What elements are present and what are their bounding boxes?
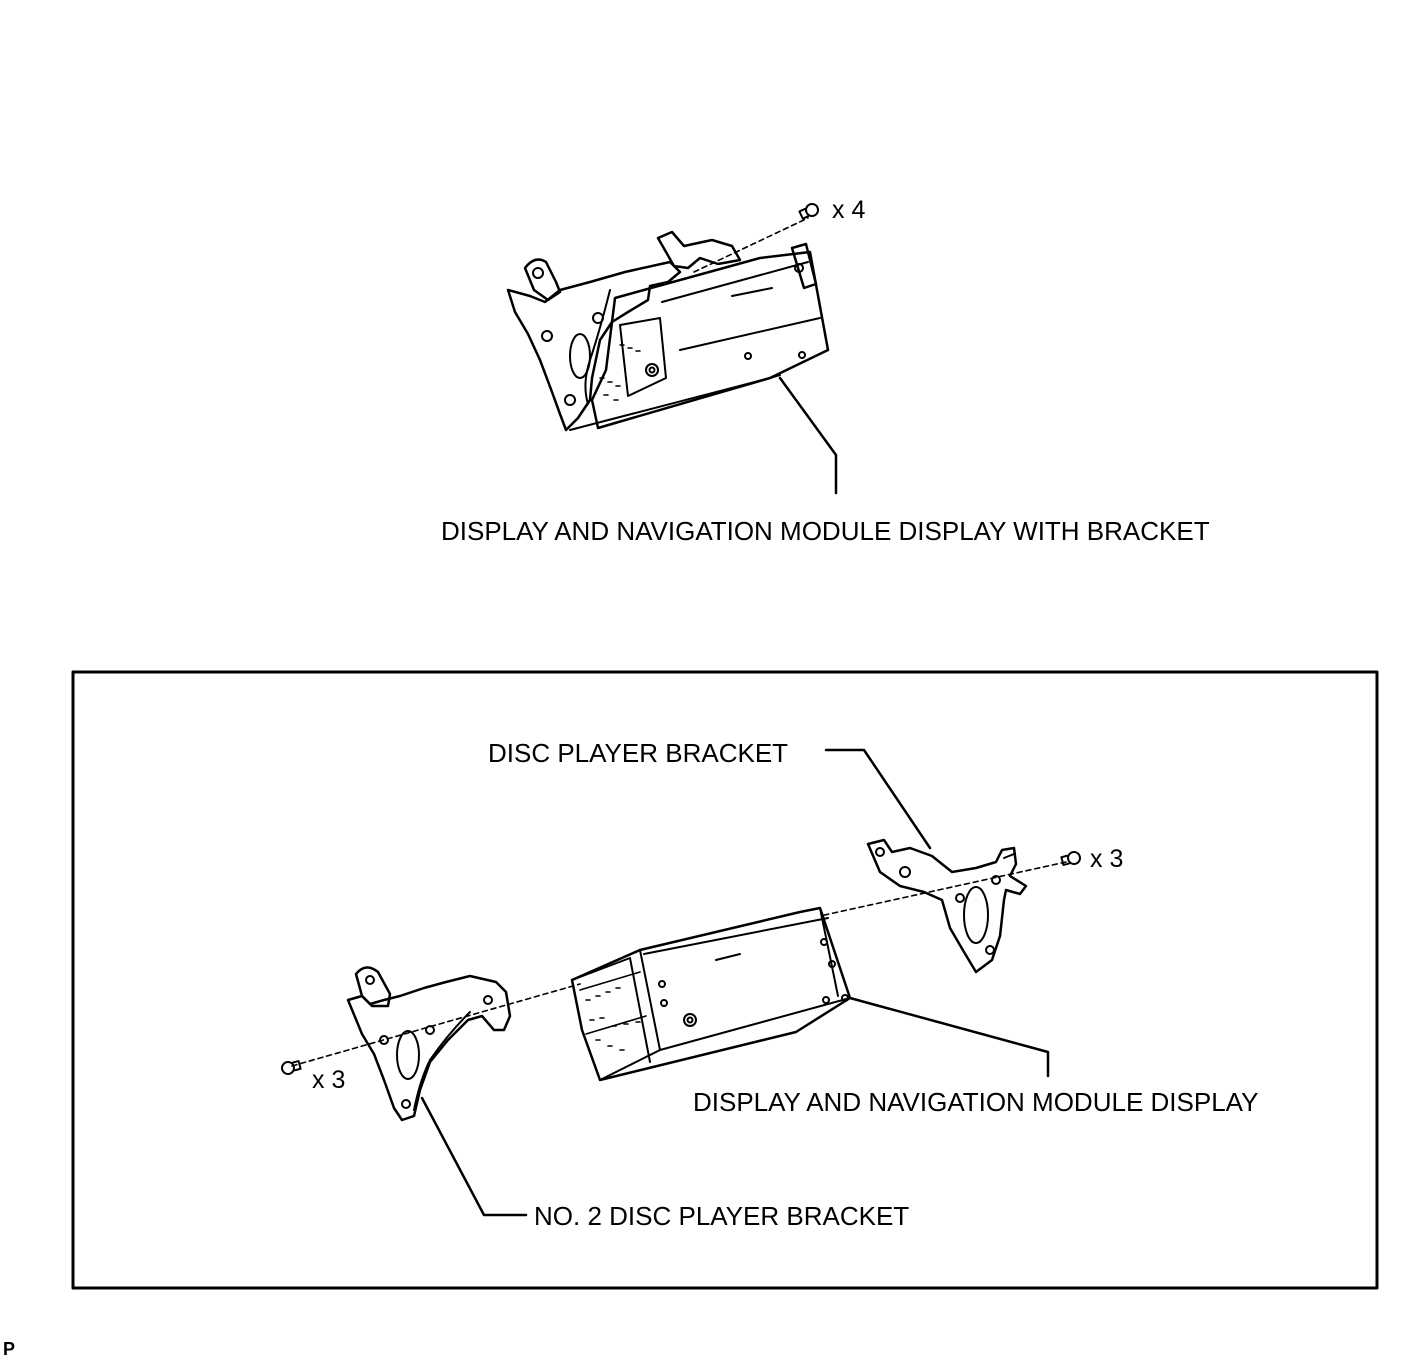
module-display-label: DISPLAY AND NAVIGATION MODULE DISPLAY — [693, 1087, 1259, 1117]
top-left-bracket — [506, 260, 682, 432]
no2-bracket-leader — [420, 1096, 528, 1217]
bolt-icon — [1060, 851, 1081, 866]
disc-player-bracket-label: DISC PLAYER BRACKET — [488, 738, 789, 768]
top-assembly-drawing — [506, 217, 838, 495]
top-module-body — [590, 250, 830, 430]
left-bolt-count: x 3 — [312, 1066, 346, 1094]
no2-disc-player-bracket-label: NO. 2 DISC PLAYER BRACKET — [534, 1201, 910, 1231]
corner-mark: P — [3, 1339, 16, 1359]
top-bolt-count: x 4 — [832, 196, 866, 224]
top-leader-line — [778, 376, 838, 495]
module-display-leader — [848, 996, 1050, 1078]
disc-player-bracket-leader — [824, 748, 932, 850]
disc-player-bracket-drawing — [866, 838, 1028, 974]
top-assembly-label: DISPLAY AND NAVIGATION MODULE DISPLAY WI… — [441, 516, 1210, 546]
exploded-view-frame — [71, 670, 1379, 1290]
no2-disc-player-bracket-drawing — [346, 966, 512, 1122]
right-bolt-count: x 3 — [1090, 845, 1124, 873]
bolt-icon — [798, 203, 819, 220]
top-right-bracket — [656, 230, 742, 270]
bolt-icon — [281, 1060, 302, 1075]
module-display-drawing — [570, 906, 852, 1082]
